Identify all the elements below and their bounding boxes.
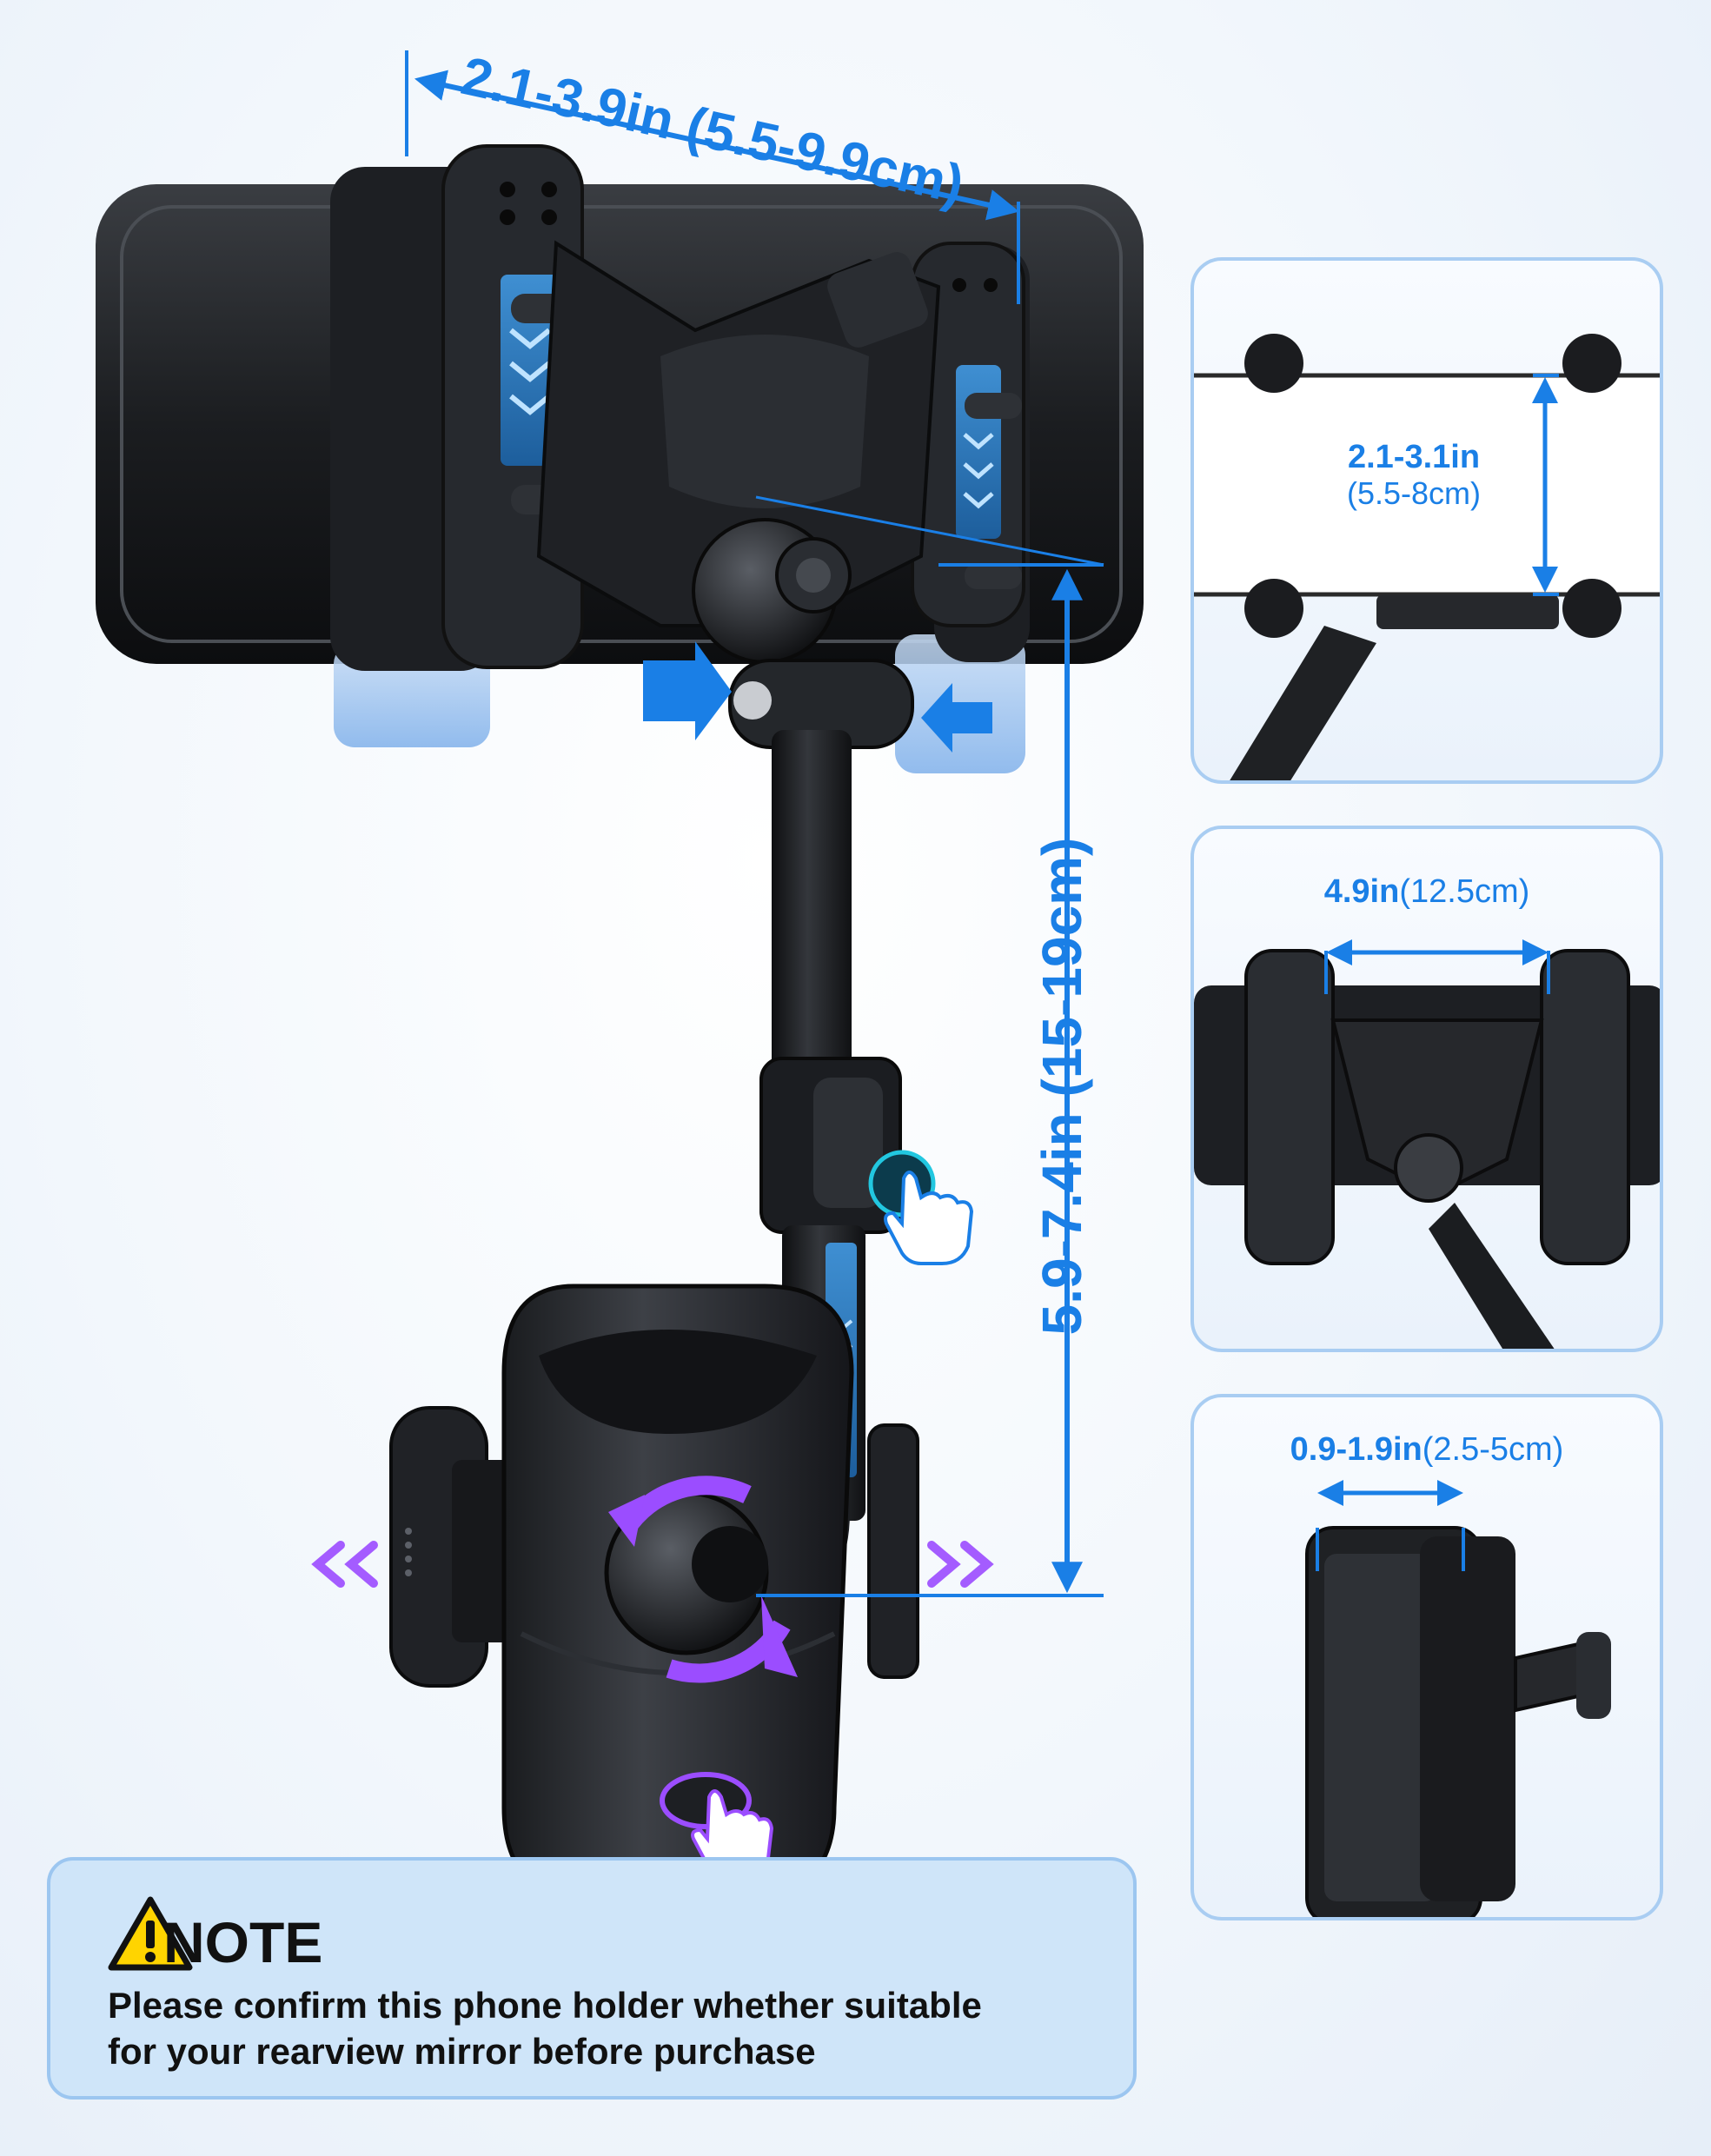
note-line: Please confirm this phone holder whether…: [108, 1985, 982, 2026]
squeeze-arrow-left-icon: [643, 641, 732, 740]
clamp-depth-label: 0.9-1.9in(2.5-5cm): [1290, 1431, 1564, 1468]
expand-chevrons-left-icon: [311, 1541, 378, 1588]
thickness-label: 2.1-3.1in (5.5-8cm): [1347, 439, 1482, 511]
width-dimension-line: [414, 70, 1020, 221]
left-clamp: [330, 144, 584, 671]
press-hand-icon-arm: [884, 1171, 974, 1265]
note-line: for your rearview mirror before purchase: [108, 2030, 816, 2072]
warning-triangle-icon: [108, 1896, 193, 1971]
right-clamp: [911, 242, 1030, 662]
detail-illustration-thickness: [1194, 334, 1660, 780]
arm-length-dimension-label: 5.9-7.4in (15-19cm): [1031, 837, 1093, 1336]
detail-panel-mirror-thickness: 2.1-3.1in (5.5-8cm): [1190, 257, 1663, 784]
press-hand-icon-cradle: [691, 1789, 774, 1875]
squeeze-arrow-right-icon: [921, 683, 992, 753]
detail-panel-clamp-depth: 0.9-1.9in(2.5-5cm): [1190, 1394, 1663, 1920]
detail-panel-clamp-width: 4.9in(12.5cm): [1190, 826, 1663, 1352]
detail-illustration-clamp-width: [1194, 939, 1660, 1349]
expand-chevrons-right-icon: [927, 1541, 994, 1588]
cradle-grip-right: [867, 1423, 919, 1679]
detail-illustration-clamp-depth: [1305, 1480, 1611, 1917]
note-title: NOTE: [163, 1910, 323, 1974]
note-box: [47, 1857, 1137, 2100]
clamp-width-label: 4.9in(12.5cm): [1323, 873, 1530, 910]
note-body: Please confirm this phone holder whether…: [108, 1983, 1116, 2074]
